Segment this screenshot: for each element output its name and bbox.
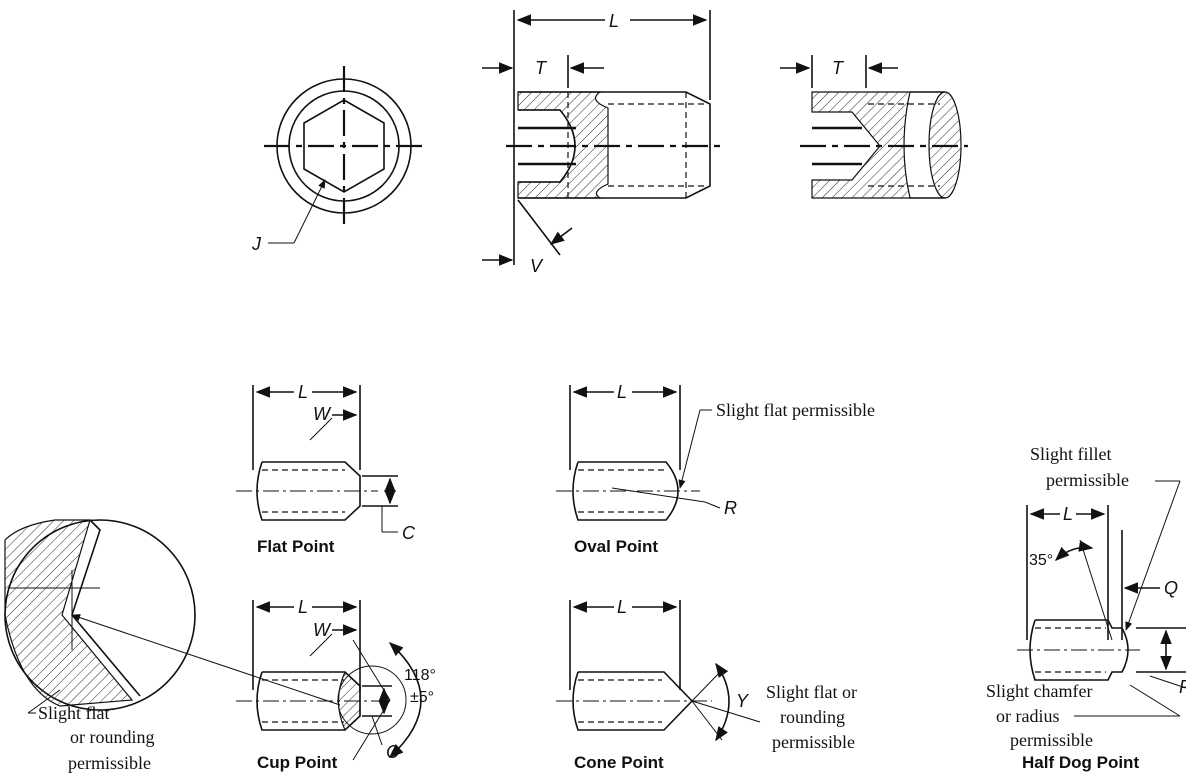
label-y: Y [736, 691, 750, 711]
label-l-cone: L [617, 597, 627, 617]
caption-flat-point: Flat Point [257, 537, 335, 556]
label-t-socket: T [832, 58, 845, 78]
caption-cup-point: Cup Point [257, 753, 338, 772]
end-view: J [251, 66, 424, 254]
label-w-cup: W [313, 620, 332, 640]
caption-half-dog-point: Half Dog Point [1022, 753, 1139, 772]
label-l-flat: L [298, 382, 308, 402]
label-t-section: T [535, 58, 548, 78]
angle-cup: 118° [404, 667, 436, 684]
label-w-flat: W [313, 404, 332, 424]
angle-cup-tolerance: ±5° [410, 689, 434, 706]
note-detail-2: or rounding [70, 727, 155, 747]
label-l-oval: L [617, 382, 627, 402]
note-detail-1: Slight flat [38, 703, 110, 723]
label-p: P [1179, 677, 1186, 697]
note-chamfer-3: permissible [1010, 730, 1093, 750]
cup-point-view: L W C 118° ±5° Cup Point [236, 597, 436, 772]
note-fillet-2: permissible [1046, 470, 1129, 490]
note-cone-2: rounding [780, 707, 845, 727]
cone-point-view: L Y Slight flat or rounding permissible … [556, 597, 857, 772]
note-chamfer-2: or radius [996, 706, 1059, 726]
flat-point-view: L W C Flat Point [236, 382, 416, 556]
angle-dog: 35° [1029, 552, 1053, 569]
section-view: L T V [482, 10, 720, 276]
label-l-dog: L [1063, 504, 1073, 524]
note-fillet-1: Slight fillet [1030, 444, 1112, 464]
label-c-flat: C [402, 523, 416, 543]
label-r-oval: R [724, 498, 737, 518]
note-cone-1: Slight flat or [766, 682, 857, 702]
socket-section-view: T [780, 55, 968, 199]
note-chamfer-1: Slight chamfer [986, 681, 1092, 701]
label-c-cup: C [386, 742, 400, 762]
caption-oval-point: Oval Point [574, 537, 658, 556]
note-oval-flat: Slight flat permissible [716, 400, 875, 420]
label-j: J [251, 234, 262, 254]
note-cone-3: permissible [772, 732, 855, 752]
note-detail-3: permissible [68, 753, 151, 773]
label-q: Q [1164, 578, 1178, 598]
label-l-cup: L [298, 597, 308, 617]
half-dog-point-view: Slight fillet permissible L 35° Q P Slig… [986, 444, 1186, 772]
label-l-top: L [609, 11, 619, 31]
label-v: V [530, 256, 544, 276]
caption-cone-point: Cone Point [574, 753, 664, 772]
oval-point-view: L R Slight flat permissible Oval Point [556, 382, 875, 556]
cup-point-detail: Slight flat or rounding permissible [4, 519, 341, 773]
